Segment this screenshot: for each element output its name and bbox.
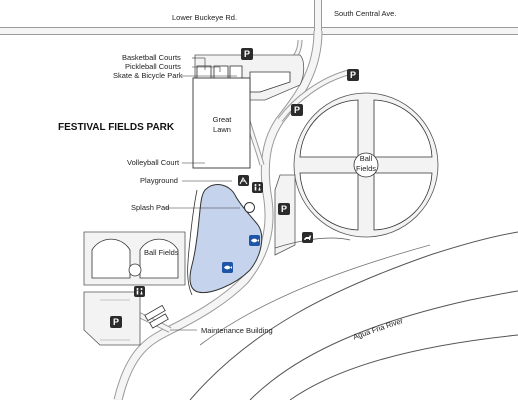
- east-ball-fields-label: Ball Fields: [355, 154, 376, 173]
- fishing-icon: [249, 235, 260, 246]
- great-lawn: [192, 77, 251, 169]
- splash-pad-label: Splash Pad: [131, 203, 170, 212]
- parking-icon: P: [110, 316, 122, 328]
- ball-field-west-1: [91, 238, 131, 279]
- basketball-courts-label: Basketball Courts: [122, 53, 181, 62]
- river-banks: [189, 231, 518, 400]
- ball-field-west-2: [139, 238, 179, 279]
- north-activity-area: [192, 54, 305, 169]
- maintenance-building-label: Maintenance Building: [201, 326, 273, 335]
- parking-icon: P: [278, 203, 290, 215]
- east-parking-lot: [274, 174, 296, 256]
- pickleball-courts-label: Pickleball Courts: [125, 62, 181, 71]
- volleyball-court-label: Volleyball Court: [127, 158, 180, 167]
- park-title: FESTIVAL FIELDS PARK: [58, 122, 175, 133]
- splash-pad-icon: [244, 202, 255, 213]
- ball-field-se: [373, 172, 433, 231]
- east-ball-fields: [293, 92, 439, 238]
- leader-lines: [165, 57, 240, 331]
- parking-icon: P: [291, 104, 303, 116]
- ball-field-ne: [373, 99, 433, 158]
- south-central-avenue-label: South Central Ave.: [334, 9, 397, 18]
- dog-park-icon: [302, 232, 313, 243]
- restroom-icon: [252, 182, 263, 193]
- west-ball-fields: [83, 231, 186, 286]
- skate-park-label: Skate & Bicycle Park: [113, 71, 183, 80]
- parking-icon: P: [347, 69, 359, 81]
- lake: [189, 184, 263, 294]
- fishing-icon: [222, 262, 233, 273]
- great-lawn-label: Great Lawn: [212, 115, 232, 134]
- west-ball-fields-label: Ball Fields: [144, 248, 179, 257]
- playground-label: Playground: [140, 176, 178, 185]
- maintenance-building: [144, 304, 166, 322]
- parking-icon: P: [241, 48, 253, 60]
- lower-buckeye-road-label: Lower Buckeye Rd.: [172, 13, 238, 22]
- ball-field-nw: [299, 99, 359, 158]
- playground-icon: [238, 175, 249, 186]
- restroom-icon: [134, 286, 145, 297]
- ball-field-sw: [299, 172, 359, 231]
